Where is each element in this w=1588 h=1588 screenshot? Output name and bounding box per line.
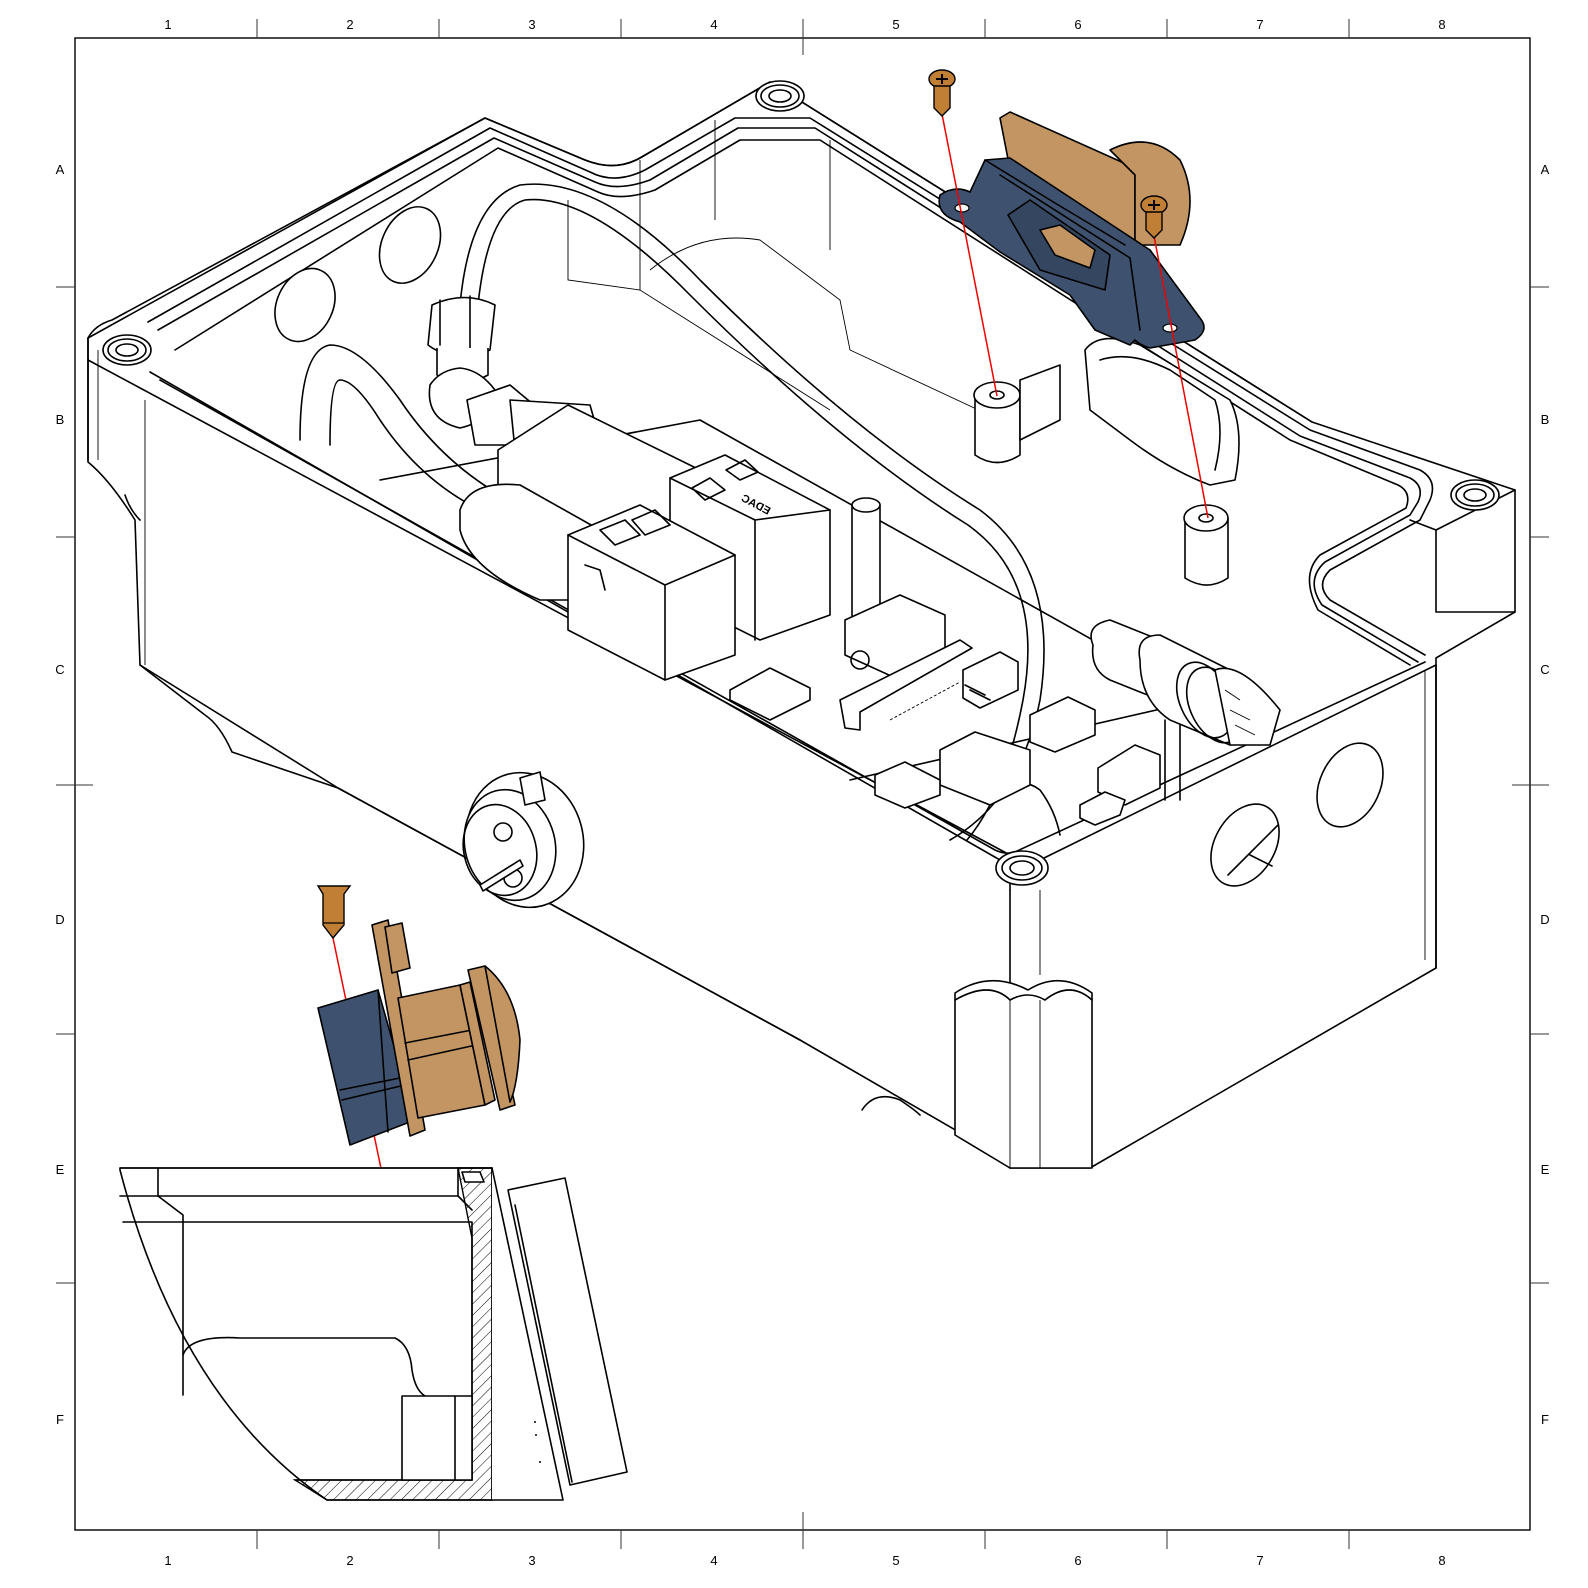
col-label-bottom-4: 4: [710, 1553, 718, 1568]
section-view-detail: [119, 1167, 628, 1501]
panel-socket: [462, 771, 585, 909]
col-label-top-6: 6: [1074, 17, 1082, 32]
row-label-left-e: E: [55, 1162, 65, 1177]
bracket-hole-right: [1162, 323, 1178, 333]
row-label-right-a: A: [1540, 162, 1550, 177]
row-label-right-e: E: [1540, 1162, 1550, 1177]
col-label-bottom-7: 7: [1256, 1553, 1264, 1568]
row-label-right-b: B: [1540, 412, 1550, 427]
col-label-bottom-5: 5: [892, 1553, 900, 1568]
knockout-hole: [1316, 742, 1384, 828]
row-label-left-c: C: [55, 662, 65, 677]
bracket-boss-left: [973, 364, 1061, 464]
col-label-bottom-6: 6: [1074, 1553, 1082, 1568]
col-label-top-7: 7: [1256, 17, 1264, 32]
bracket-boss-right: [1183, 504, 1229, 586]
bracket-hole-left: [954, 203, 970, 213]
pcb-assembly: EDAC: [379, 404, 1201, 826]
col-label-top-8: 8: [1438, 17, 1446, 32]
row-label-left-a: A: [55, 162, 65, 177]
col-label-bottom-2: 2: [346, 1553, 354, 1568]
corner-boss-left: [102, 334, 152, 366]
col-label-top-5: 5: [892, 17, 900, 32]
cable-gland: [1090, 619, 1281, 801]
row-label-right-d: D: [1540, 912, 1550, 927]
usb-c-connector: [1097, 744, 1161, 806]
col-label-top-4: 4: [710, 17, 718, 32]
knockout-hole-partial: [1210, 803, 1280, 887]
knockout-hole: [274, 267, 336, 343]
connector-barrel: [1109, 141, 1191, 246]
row-label-left-d: D: [55, 912, 65, 927]
corner-boss-right: [1450, 479, 1500, 511]
drawing-frame: [56, 19, 1549, 1549]
row-label-right-f: F: [1541, 1412, 1549, 1427]
corner-boss-top: [755, 80, 805, 112]
knockout-hole: [378, 206, 442, 284]
col-label-top-2: 2: [346, 17, 354, 32]
row-label-left-b: B: [55, 412, 65, 427]
screw-top-right: [1140, 195, 1168, 239]
col-label-top-3: 3: [528, 17, 536, 32]
row-label-left-f: F: [56, 1412, 64, 1427]
exploded-connector-assembly: [317, 919, 521, 1146]
mounting-bracket-installed: [938, 111, 1205, 349]
card-edge-connector: [839, 594, 973, 731]
screw-lower: [316, 885, 352, 940]
mounting-foot: [954, 890, 1093, 1169]
screw-top-left: [928, 69, 956, 117]
flexible-tube: [299, 183, 1061, 841]
usb-connector: [962, 651, 1019, 709]
rj45-jack-double: [567, 504, 736, 681]
col-label-bottom-8: 8: [1438, 1553, 1446, 1568]
col-label-bottom-1: 1: [164, 1553, 172, 1568]
col-label-bottom-3: 3: [528, 1553, 536, 1568]
row-label-right-c: C: [1540, 662, 1550, 677]
pcb-chip: [729, 667, 811, 721]
usb-connector: [1029, 696, 1096, 753]
corner-boss-front: [995, 850, 1049, 886]
col-label-top-1: 1: [164, 17, 172, 32]
